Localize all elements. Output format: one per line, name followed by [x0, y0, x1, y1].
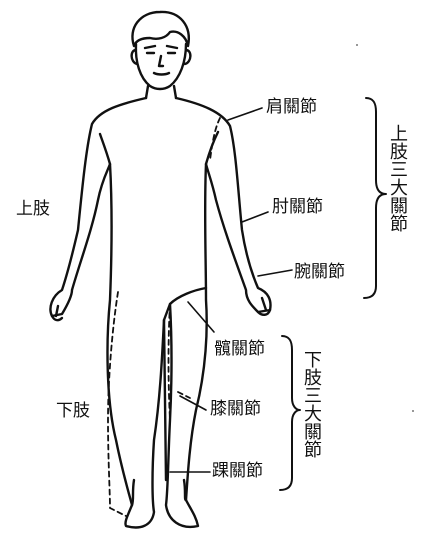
eyebrows: [143, 44, 179, 50]
hair: [131, 10, 190, 48]
head: [134, 42, 188, 91]
lower-limb-bracket-dash: [107, 291, 127, 517]
neck: [144, 84, 178, 100]
speck: [412, 410, 414, 412]
label-ankle-joint: 踝關節: [212, 461, 263, 481]
label-lower-limb: 下肢: [56, 401, 90, 421]
label-upper-group: 上肢三大關節: [387, 124, 408, 232]
mouth: [152, 71, 171, 76]
label-lower-group: 下肢三大關節: [301, 350, 322, 458]
shoulder-pointer: [227, 107, 263, 121]
hip-dash: [167, 303, 171, 421]
nose: [157, 54, 165, 68]
left-hand: [50, 304, 64, 322]
lower-group-bracket: [279, 335, 301, 491]
hip-pointer: [187, 301, 215, 333]
right-ankle: [182, 478, 188, 502]
knee-pointer: [179, 395, 207, 411]
elbow-pointer: [241, 211, 269, 223]
upper-group-bracket: [363, 97, 387, 299]
wrist-pointer: [257, 269, 293, 277]
label-wrist-joint: 腕關節: [294, 262, 345, 282]
label-knee-joint: 膝關節: [210, 399, 261, 419]
inner-leg: [162, 318, 168, 482]
left-ankle: [130, 478, 136, 507]
shoulder-dash: [209, 117, 221, 161]
label-shoulder-joint: 肩關節: [266, 97, 317, 117]
left-arm-inner: [98, 132, 112, 166]
knee-dash: [177, 391, 191, 399]
label-upper-limb: 上肢: [16, 199, 50, 219]
right-hand: [256, 296, 272, 316]
label-hip-joint: 髖關節: [214, 339, 265, 359]
right-ear: [183, 48, 192, 66]
label-elbow-joint: 肘關節: [272, 197, 323, 217]
hip-line: [168, 286, 208, 306]
left-ear: [130, 48, 139, 66]
speck: [356, 44, 358, 46]
